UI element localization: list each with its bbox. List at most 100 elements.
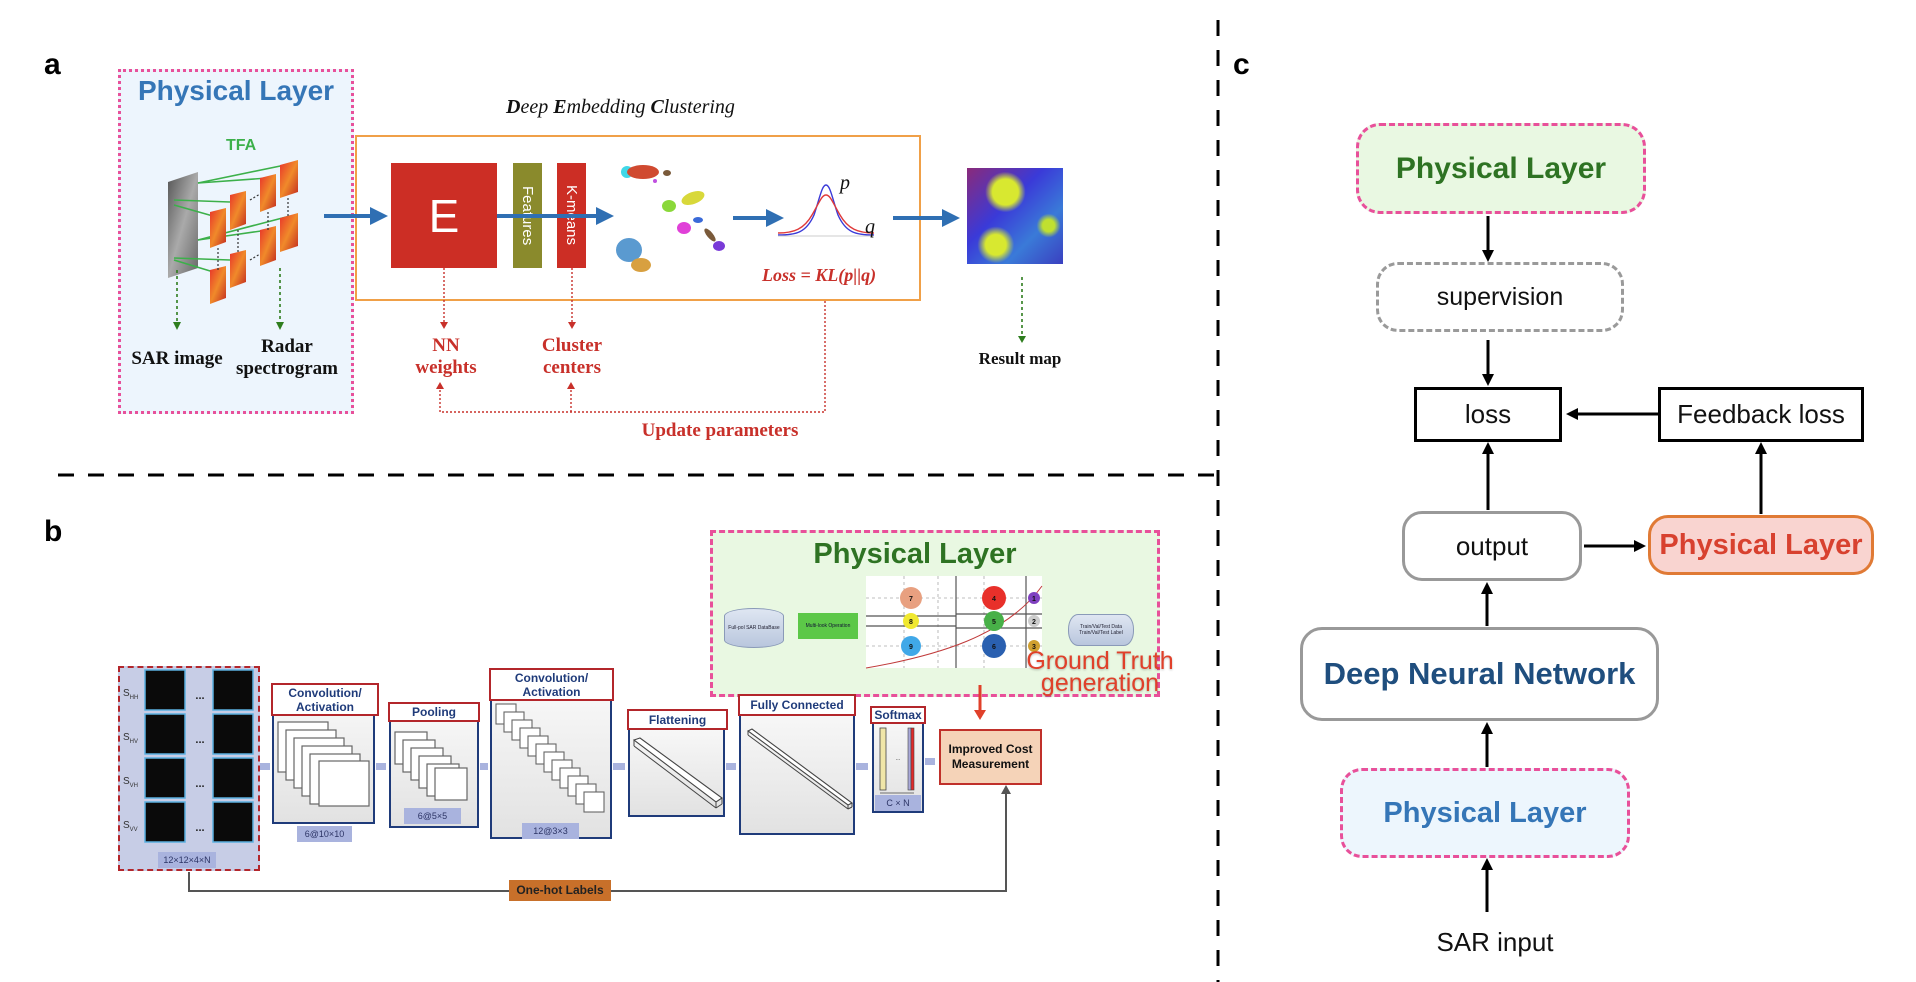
input-row-hh: SHH [123, 688, 139, 701]
radar-label-line1: Radar [261, 336, 313, 357]
panel-c-physical-layer-right: Physical Layer [1648, 515, 1874, 575]
radar-label-line2: spectrogram [235, 358, 338, 379]
result-map-label: Result map [978, 349, 1062, 368]
gt-output-cylinder: Train/Val/Test Data Train/Val/Test Label [1068, 614, 1134, 646]
panel-a-green-arrows [173, 268, 1026, 343]
gt-output-line2: Train/Val/Test Label [1079, 630, 1123, 636]
gt-class-9: 9 [909, 644, 913, 651]
gt-class-6: 6 [992, 644, 996, 651]
panel-c-physical-layer-bottom: Physical Layer [1340, 768, 1630, 858]
p-label: p [840, 172, 850, 194]
output-box: output [1402, 511, 1582, 581]
loss-formula: Loss = KL(p||q) [762, 265, 877, 285]
panel-a-physical-layer-title: Physical Layer [137, 75, 335, 106]
dec-title-e: E [553, 96, 567, 118]
improved-cost-line2: Measurement [951, 757, 1030, 771]
input-dim-label: 12×12×4×N [158, 852, 216, 868]
nn-weights-label: NN weights [396, 335, 496, 379]
gt-output-line1: Train/Val/Test Data [1080, 624, 1122, 630]
spectrogram-stack [210, 160, 298, 304]
encoder-block: E [391, 163, 497, 268]
q-label: q [865, 216, 875, 238]
supervision-box: supervision [1376, 262, 1624, 332]
conv2-title: Convolution/ Activation [489, 668, 614, 701]
pooling-dim: 6@5×5 [404, 808, 461, 824]
deep-neural-network-box: Deep Neural Network [1300, 627, 1659, 721]
result-map-image [967, 168, 1063, 264]
dec-title: Deep Embedding Clustering [506, 96, 735, 119]
one-hot-labels-badge: One-hot Labels [509, 880, 611, 901]
cluster-centers-line1: Cluster [541, 335, 603, 356]
gt-class-8: 8 [909, 619, 913, 626]
ground-truth-label: Ground Truth generation [1000, 647, 1200, 697]
dec-title-mbedding: mbedding [566, 96, 651, 118]
input-row-labels: SHH SHV SVH SVV [123, 688, 149, 864]
input-row-hv: SHV [123, 732, 139, 745]
ellipsis-2: ... [195, 734, 205, 746]
softmax-title: Softmax [870, 706, 926, 724]
gt-class-3: 3 [1032, 644, 1036, 651]
gt-class-chart: 7 8 9 4 5 6 1 2 3 [866, 576, 1043, 669]
improved-cost-line1: Improved Cost [948, 742, 1033, 756]
tfa-illustration [168, 160, 298, 304]
feedback-loss-box: Feedback loss [1658, 387, 1864, 442]
softmax-dim: C × N [875, 795, 921, 811]
conv2-dim: 12@3×3 [522, 823, 579, 839]
gt-class-2: 2 [1032, 619, 1036, 626]
conv1-feature-maps [277, 721, 370, 807]
improved-cost-box: Improved Cost Measurement [939, 729, 1042, 785]
nn-weights-line1: NN [432, 335, 460, 356]
nn-weights-line2: weights [415, 357, 477, 378]
sar-input-label: SAR input [1436, 926, 1554, 957]
dec-title-lustering: lustering [663, 96, 735, 118]
flattening-title: Flattening [627, 709, 728, 730]
flattening-vector [632, 737, 723, 809]
panel-c-physical-layer-top: Physical Layer [1356, 123, 1646, 214]
panel-b-physical-layer-title: Physical Layer [813, 538, 1017, 570]
panel-a-flow-arrows [324, 207, 960, 227]
gt-class-7: 7 [909, 596, 913, 603]
q-curve [777, 194, 875, 234]
gt-class-1: 1 [1032, 596, 1036, 603]
pooling-feature-maps [394, 731, 468, 801]
ellipsis-4: ... [195, 822, 205, 834]
dec-title-d: D [506, 96, 521, 118]
input-row-vv-sub: VV [129, 827, 138, 833]
conv1-title: Convolution/ Activation [271, 683, 379, 716]
update-parameters-label: Update parameters [641, 420, 799, 441]
dec-title-eep: eep [520, 96, 554, 118]
input-row-vh: SVH [123, 776, 139, 789]
dec-title-c: C [650, 96, 664, 118]
gt-class-5: 5 [992, 619, 996, 626]
input-row-vh-sub: VH [129, 783, 139, 789]
tfa-label: TFA [226, 137, 257, 154]
softmax-bars: ... [879, 727, 915, 794]
ellipsis-1: ... [195, 690, 205, 702]
sar-image-label: SAR image [131, 348, 223, 369]
gt-multilook-label: Multi-look Operation [805, 623, 851, 629]
conv2-feature-maps [495, 703, 605, 813]
gt-database-label: Full-pol SAR DataBase [728, 625, 780, 631]
ground-truth-line1: Ground Truth [1026, 647, 1174, 675]
input-row-hh-sub: HH [129, 695, 139, 701]
panel-b-label: b [44, 515, 63, 548]
gt-class-markers [900, 586, 1040, 658]
fully-connected-vector [746, 728, 854, 810]
ellipsis-3: ... [195, 778, 205, 790]
pooling-title: Pooling [388, 702, 480, 722]
cluster-centers-line2: centers [542, 357, 602, 378]
ground-truth-line2: generation [1040, 669, 1160, 697]
encoder-label: E [428, 189, 460, 242]
gt-database-cylinder: Full-pol SAR DataBase [724, 608, 784, 648]
panel-a-feedback-lines [436, 268, 826, 413]
input-row-hv-sub: HV [129, 739, 139, 745]
panel-a-label: a [44, 48, 61, 81]
input-ellipsis-column: ... ... ... ... [189, 690, 211, 866]
cluster-centers-label: Cluster centers [522, 335, 622, 379]
fully-connected-title: Fully Connected [738, 694, 856, 716]
input-row-vv: SVV [123, 820, 138, 833]
input-sar-tiles [144, 669, 254, 843]
gt-class-4: 4 [992, 596, 996, 603]
